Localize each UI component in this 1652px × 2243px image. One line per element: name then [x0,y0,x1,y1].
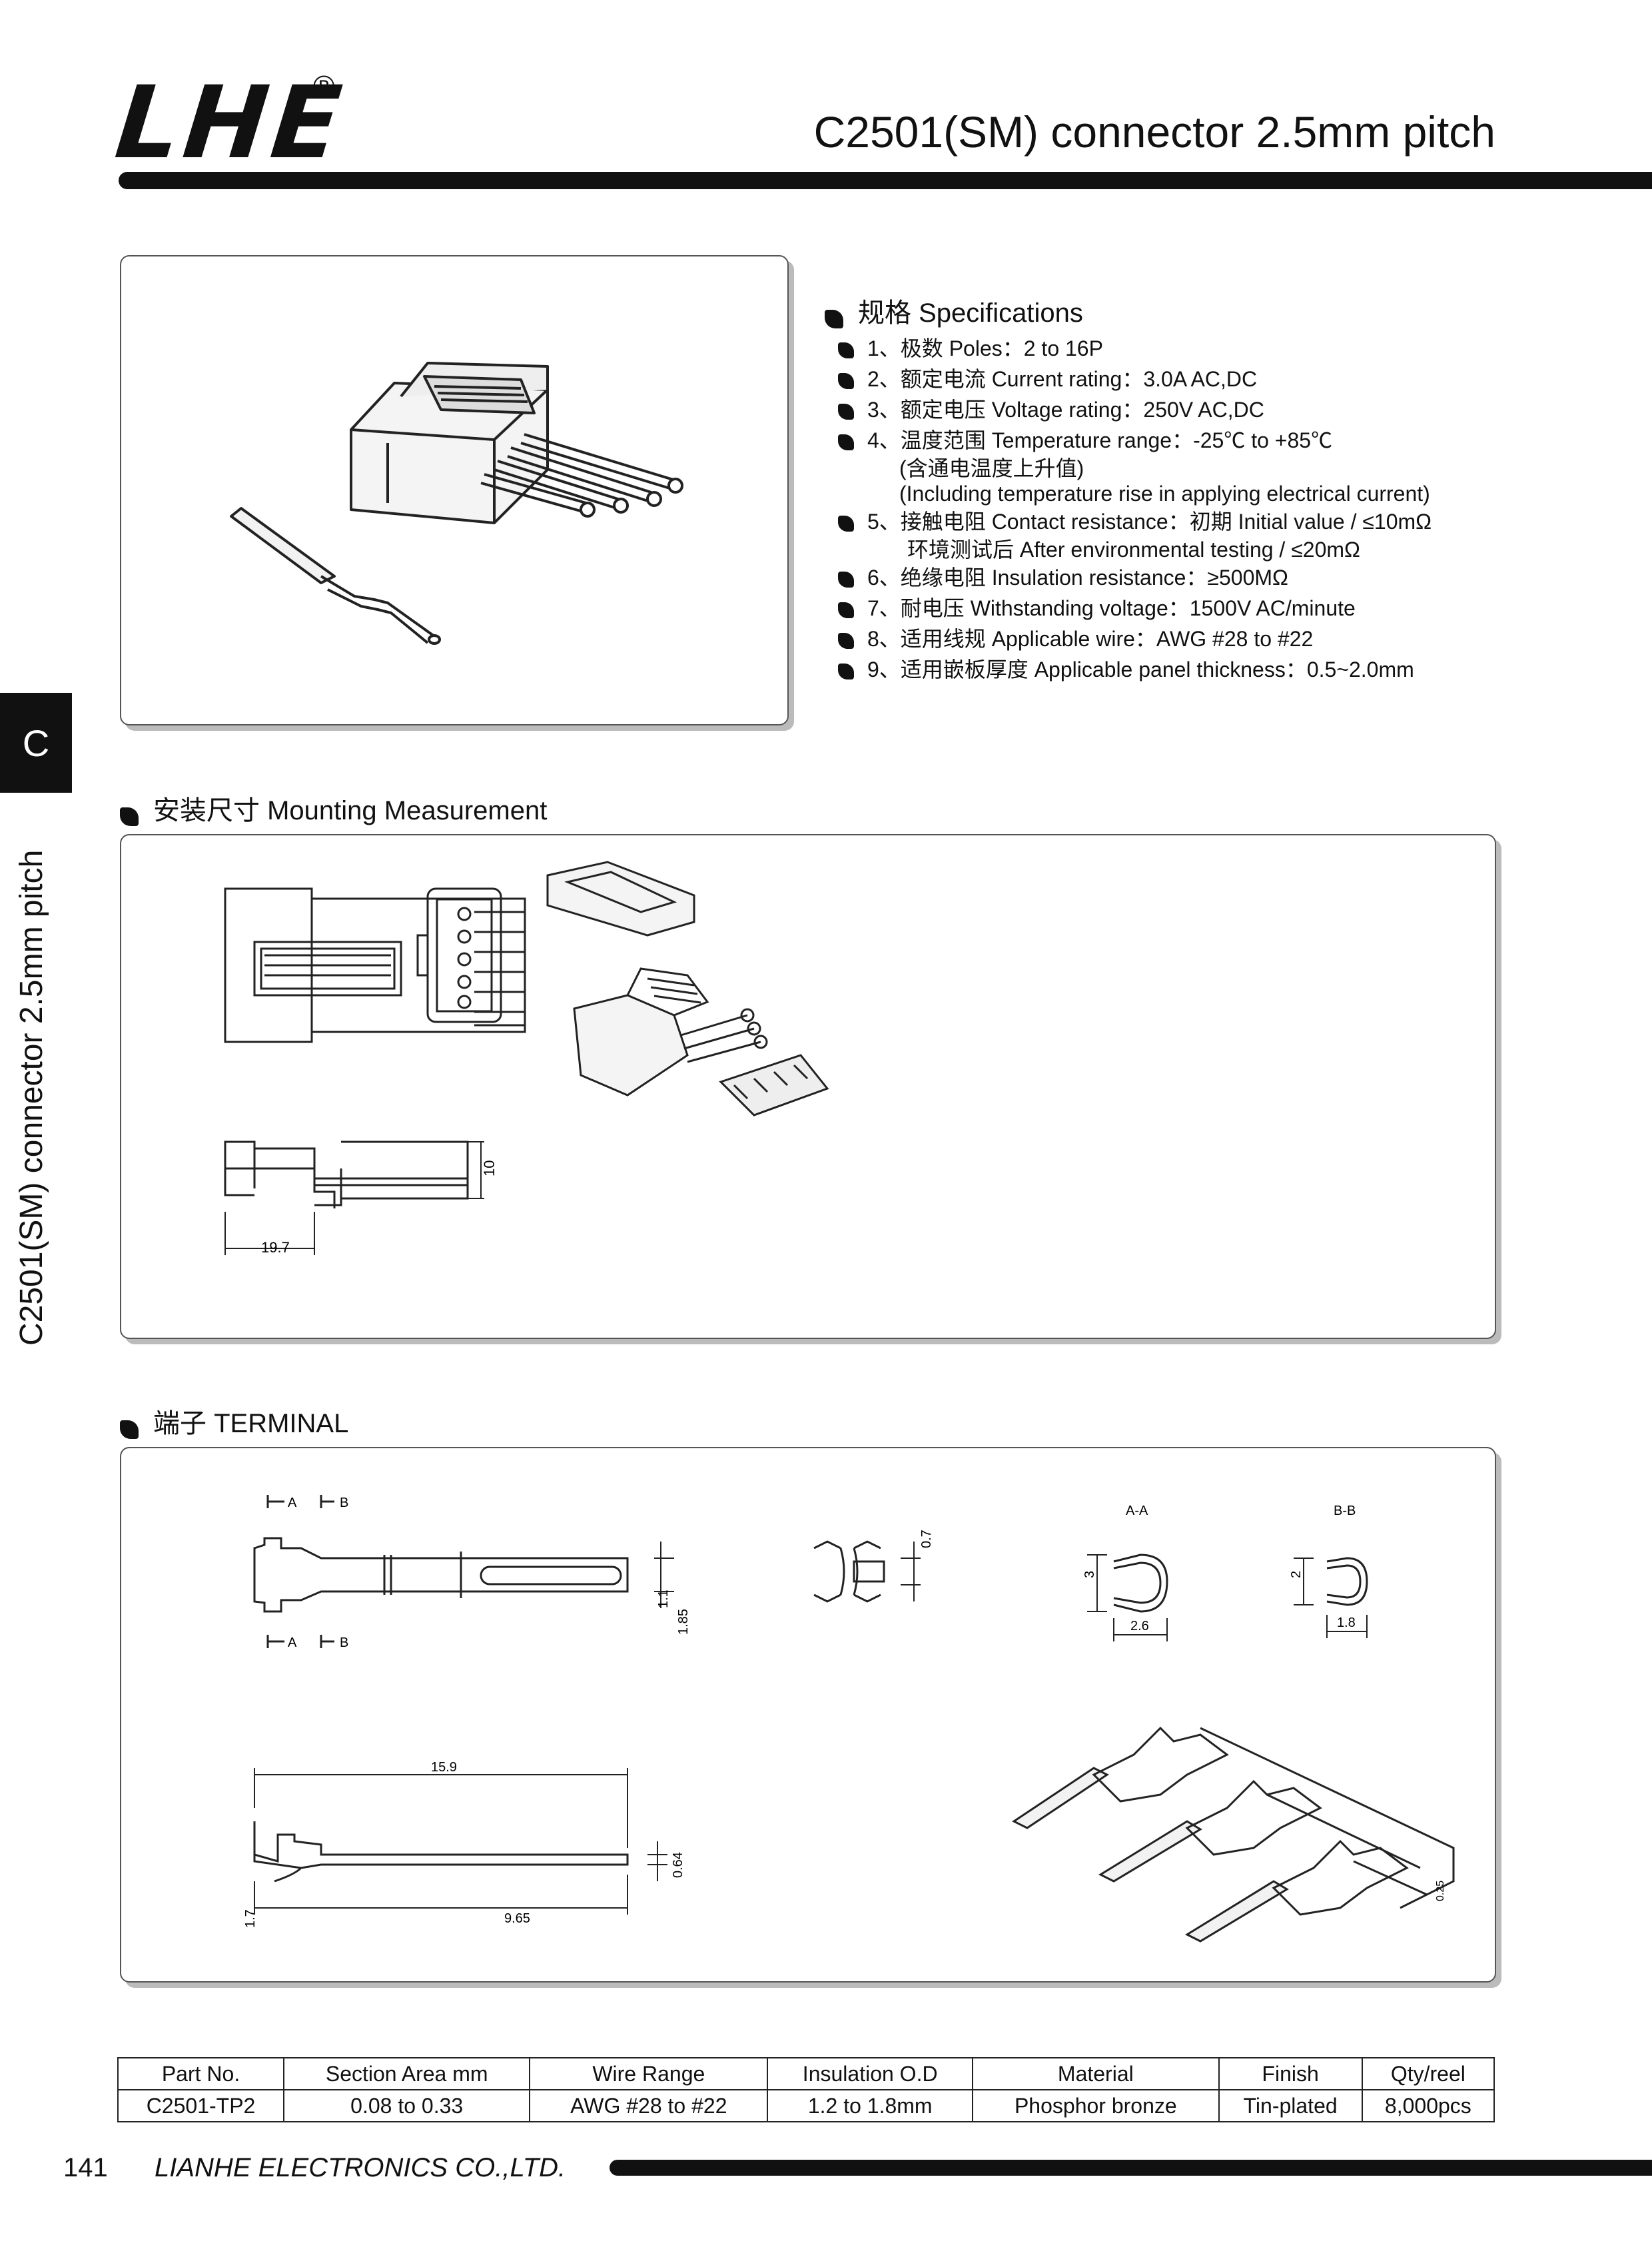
terminal-drawings: A B A B 1.1 1.85 0.7 A-A B-B 3 2.6 2 1.8… [243,1495,1455,1943]
dim-1-7-label: 1.7 [243,1909,258,1928]
section-bb-label: B-B [1334,1504,1356,1518]
connector-photo [230,362,683,645]
spec-item: 9、适用嵌板厚度 Applicable panel thickness：0.5~… [838,654,1571,685]
bullet-icon [825,309,843,328]
spec-item: 1、极数 Poles：2 to 16P [838,333,1571,364]
mounting-drawing-box: 19.7 10 [120,834,1496,1339]
dim-9-65-label: 9.65 [504,1911,530,1926]
side-vertical-title: C2501(SM) connector 2.5mm pitch [14,849,49,1346]
dim-1-1-label: 1.1 [656,1589,671,1608]
section-tab: C [0,693,72,793]
spec-subline: 环境测试后 After environmental testing / ≤20m… [907,538,1360,562]
bullet-icon [838,663,854,679]
specs-list: 1、极数 Poles：2 to 16P 2、额定电流 Current ratin… [838,333,1571,685]
dim-1-8-label: 1.8 [1337,1615,1356,1630]
company-name: LIANHE ELECTRONICS CO.,LTD. [155,2153,566,2182]
terminal-drawing-box: A B A B 1.1 1.85 0.7 A-A B-B 3 2.6 2 1.8… [120,1447,1496,1983]
mounting-drawings: 19.7 10 [224,861,829,1256]
spec-item: 4、温度范围 Temperature range：-25℃ to +85℃ [838,425,1571,456]
spec-item: 8、适用线规 Applicable wire：AWG #28 to #22 [838,624,1571,654]
section-label-b: B [340,1635,348,1650]
table-cell: 8,000pcs [1361,2089,1495,2122]
page-title: C2501(SM) connector 2.5mm pitch [813,107,1495,157]
product-image-box [120,255,789,725]
bullet-icon [838,571,854,588]
table-header-cell: Wire Range [529,2057,769,2090]
bullet-icon [838,342,854,358]
parts-table: Part No. Section Area mm Wire Range Insu… [117,2057,1495,2122]
mounting-heading: 安装尺寸 Mounting Measurement [120,789,547,827]
bullet-icon [838,632,854,649]
bullet-icon [838,434,854,450]
table-row: C2501-TP2 0.08 to 0.33 AWG #28 to #22 1.… [117,2089,1495,2122]
table-cell: C2501-TP2 [117,2089,285,2122]
table-header-cell: Section Area mm [283,2057,531,2090]
section-label-a: A [288,1496,297,1510]
spec-item: 5、接触电阻 Contact resistance：初期 Initial val… [838,506,1571,537]
dim-1-85-label: 1.85 [676,1609,691,1635]
spec-item: 3、额定电压 Voltage rating：250V AC,DC [838,394,1571,425]
dim-15-9-label: 15.9 [431,1760,457,1775]
bullet-icon [838,515,854,532]
dim-height-label: 10 [481,1160,498,1176]
table-header-cell: Qty/reel [1361,2057,1495,2090]
page-number: 141 [63,2153,108,2182]
terminal-heading: 端子 TERMINAL [120,1402,348,1440]
specs-heading: 规格 Specifications [825,291,1083,330]
dim-width-label: 19.7 [261,1239,290,1256]
dim-0-64-label: 0.64 [671,1852,685,1878]
dim-0-7-label: 0.7 [919,1530,934,1548]
dim-3-label: 3 [1082,1571,1097,1578]
table-cell: Phosphor bronze [972,2089,1220,2122]
dim-0-25-label: 0.25 [1435,1881,1446,1901]
bullet-icon [838,403,854,420]
table-header-cell: Finish [1218,2057,1363,2090]
spec-subline: (Including temperature rise in applying … [899,482,1430,506]
spec-subline: (含通电温度上升值) [899,456,1084,480]
header-rule [119,172,1652,189]
footer-rule [610,2160,1652,2176]
bullet-icon [120,1420,139,1439]
dim-2-label: 2 [1289,1571,1304,1578]
table-header-row: Part No. Section Area mm Wire Range Insu… [117,2057,1495,2090]
section-label-a: A [288,1635,297,1650]
spec-item: 7、耐电压 Withstanding voltage：1500V AC/minu… [838,593,1571,624]
bullet-icon [838,602,854,618]
table-header-cell: Insulation O.D [767,2057,974,2090]
bullet-icon [120,807,139,826]
table-cell: 1.2 to 1.8mm [767,2089,974,2122]
table-cell: 0.08 to 0.33 [283,2089,531,2122]
registered-mark: ® [313,70,335,103]
table-header-cell: Material [972,2057,1220,2090]
dim-2-6-label: 2.6 [1130,1619,1149,1633]
table-cell: AWG #28 to #22 [529,2089,769,2122]
spec-item: 6、绝缘电阻 Insulation resistance：≥500MΩ [838,562,1571,593]
bullet-icon [838,372,854,389]
table-header-cell: Part No. [117,2057,285,2090]
section-aa-label: A-A [1126,1504,1148,1518]
table-cell: Tin-plated [1218,2089,1363,2122]
spec-item: 2、额定电流 Current rating：3.0A AC,DC [838,364,1571,394]
section-label-b: B [340,1496,348,1510]
